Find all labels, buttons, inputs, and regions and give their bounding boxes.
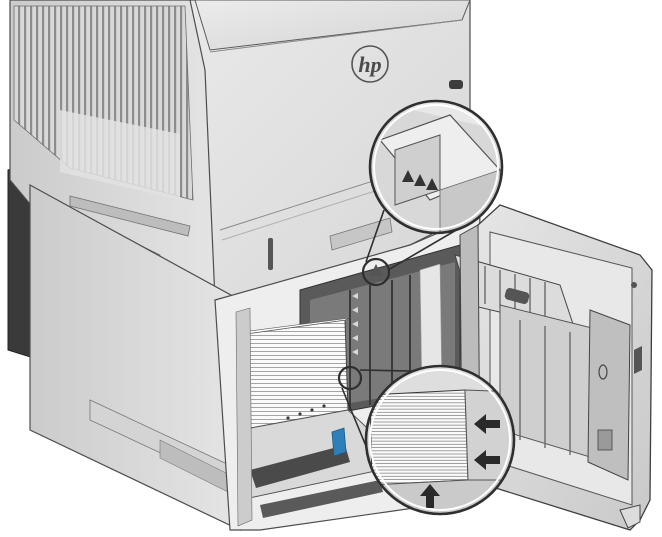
- callout-source-markers: [337, 257, 391, 391]
- arrow-left-icon: [474, 414, 500, 470]
- triangle-marker-icon: [402, 170, 438, 190]
- blue-paper-guide-tab: [331, 427, 347, 457]
- front-handle-slot: [268, 238, 273, 270]
- arrow-left-icon: [352, 293, 358, 355]
- arrow-up-icon: [420, 484, 440, 508]
- hp-logo-text: hp: [358, 52, 381, 77]
- callout-top-magnifier: [368, 99, 504, 235]
- right-access-door: [454, 204, 653, 531]
- power-button: [449, 80, 463, 89]
- hp-logo: hp: [351, 45, 389, 83]
